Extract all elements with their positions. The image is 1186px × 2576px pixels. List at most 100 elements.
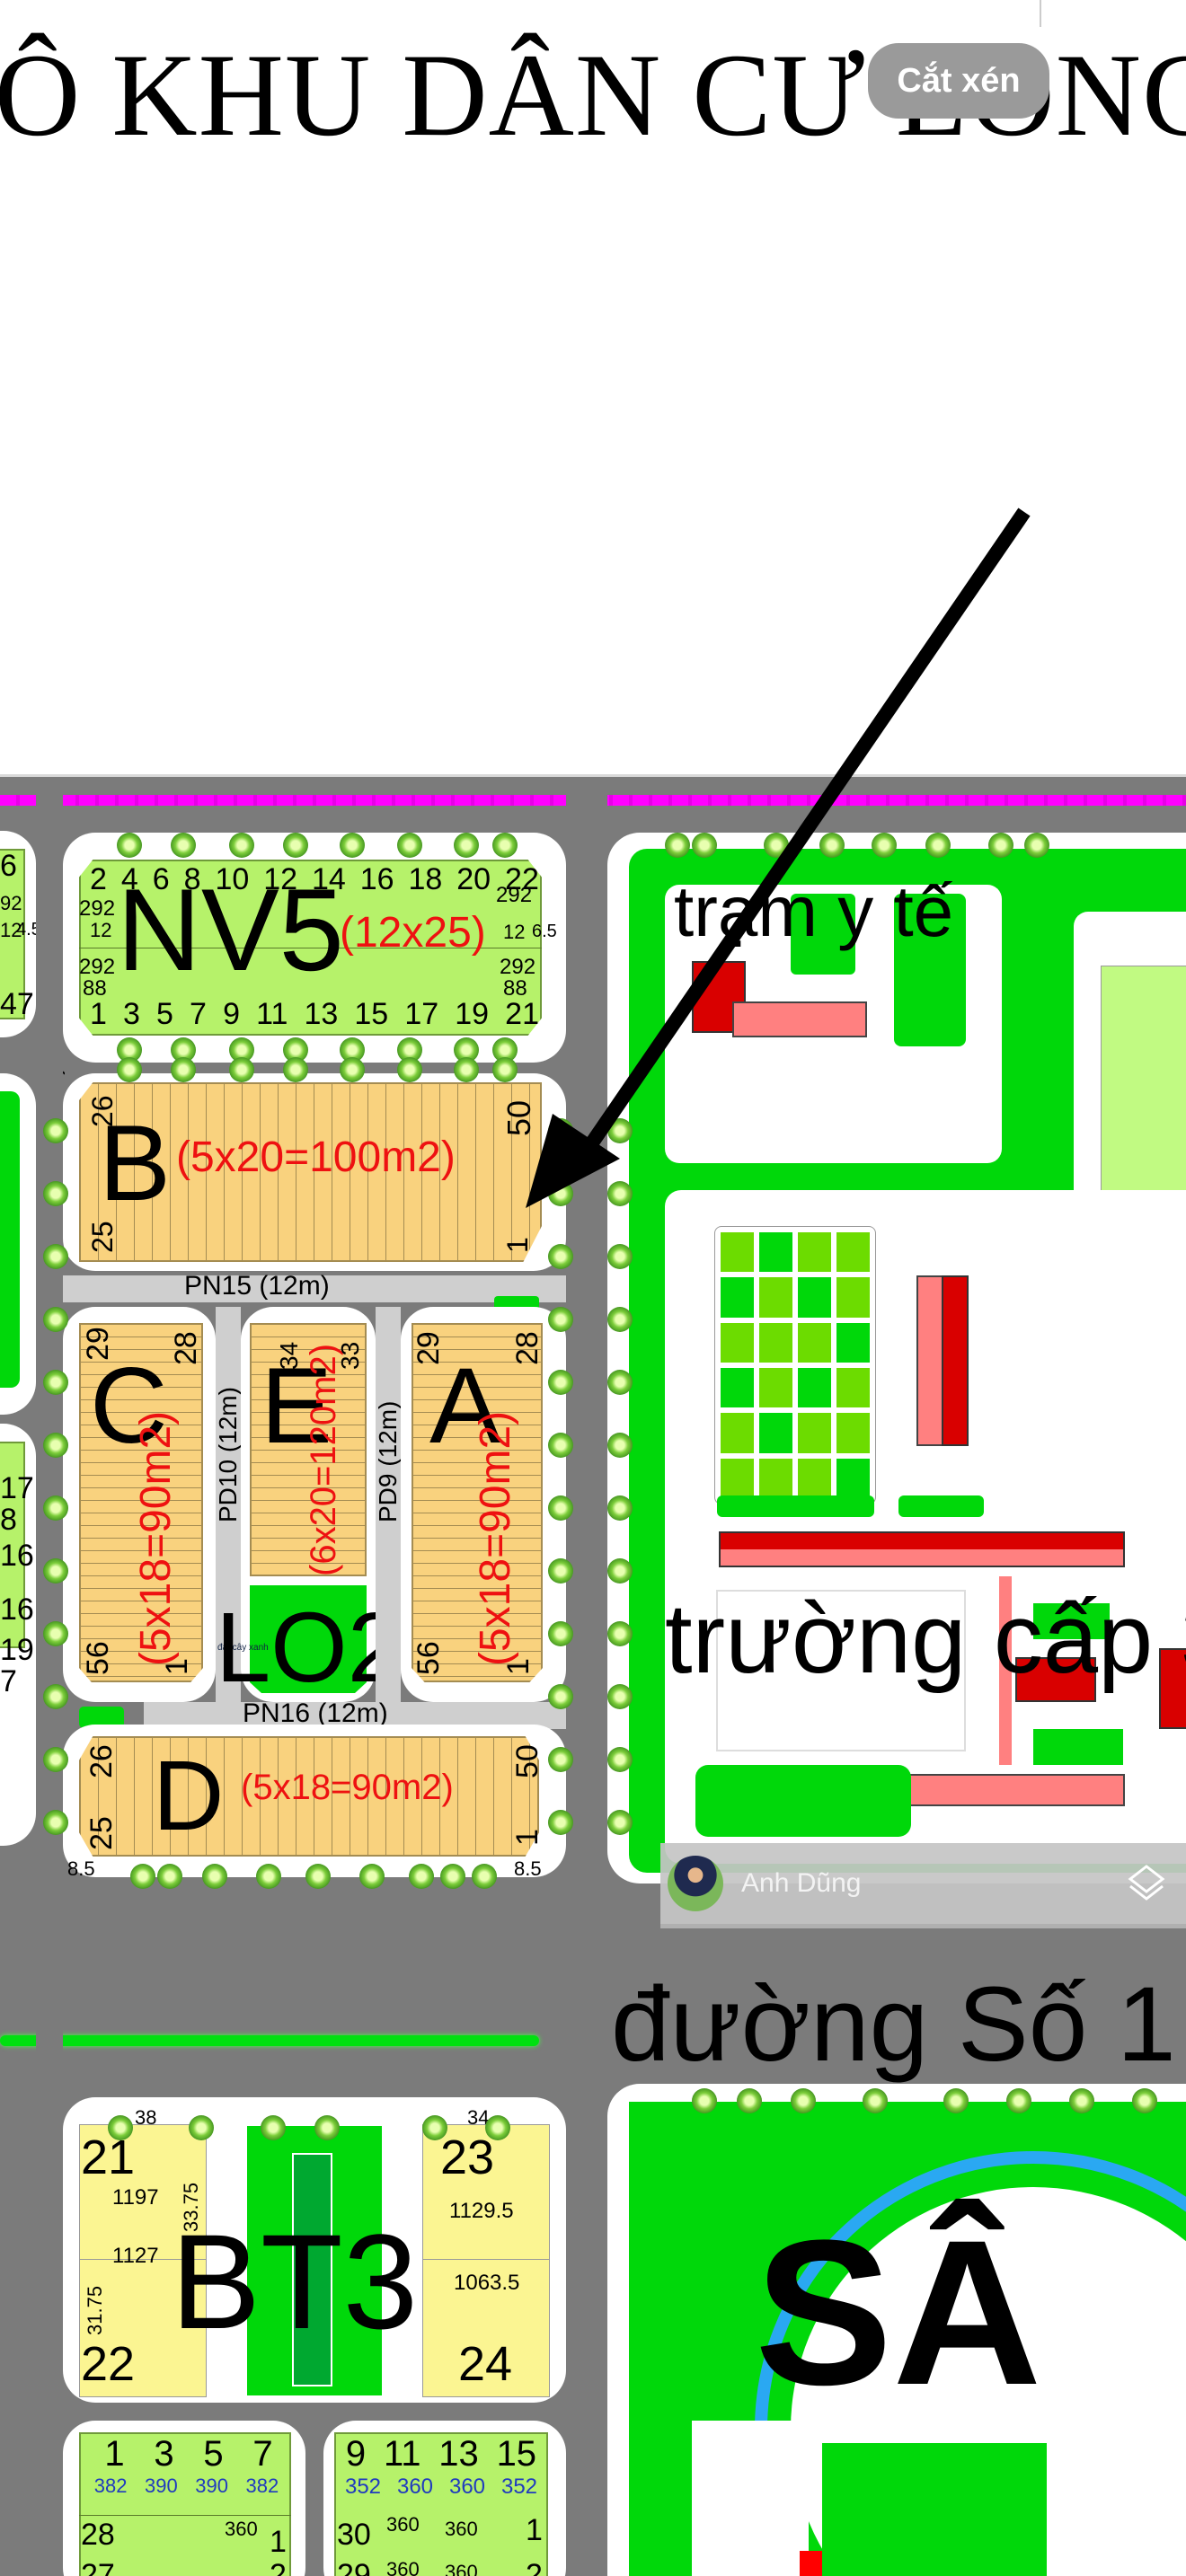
a-lots[interactable]: [412, 1323, 543, 1682]
nv6-right-lots[interactable]: [334, 2432, 548, 2576]
building: [732, 1001, 867, 1037]
lot-number: 382: [93, 2475, 128, 2497]
lot-number: 8: [0, 1503, 17, 1537]
green-strip: [0, 1091, 20, 1388]
tree-icon: [189, 2115, 214, 2140]
nv6-left-lots[interactable]: [79, 2432, 291, 2576]
lot-number: 352: [344, 2475, 382, 2499]
tree-icon: [340, 1057, 365, 1082]
playground-tile: [836, 1232, 870, 1273]
tree-icon: [988, 833, 1013, 858]
tree-icon: [314, 2115, 340, 2140]
playground-tile: [798, 1277, 831, 1318]
playground-tile: [798, 1367, 831, 1408]
lot-number: 15: [354, 997, 389, 1031]
tree-icon: [397, 833, 422, 858]
tree-icon: [202, 1864, 227, 1889]
lot-number: 28: [81, 2518, 115, 2552]
bt3-lot-21-22[interactable]: [79, 2124, 207, 2397]
playground-tile: [798, 1322, 831, 1363]
lot-area: 360: [386, 2558, 420, 2576]
tree-icon: [548, 1621, 573, 1646]
facility-label-school: trường cấp 3: [665, 1584, 1186, 1694]
lot-dim: 4.5: [16, 920, 41, 940]
lot-number: 24: [458, 2337, 513, 2391]
school-building-north: [719, 1531, 1125, 1567]
lot-number: 28: [510, 1331, 544, 1365]
lot-area: 88: [503, 976, 527, 1001]
lot-number: 34: [275, 1341, 303, 1370]
tree-icon: [607, 1181, 633, 1206]
garden: [1033, 1603, 1110, 1639]
lot-dim: 31.75: [84, 2285, 106, 2335]
lot-number: 16: [0, 1539, 34, 1573]
tree-icon: [492, 1057, 518, 1082]
lot-number: 390: [145, 2475, 178, 2497]
tree-icon: [43, 1433, 68, 1458]
lot-left-partial: [0, 849, 25, 1019]
lot-number: 382: [245, 2475, 279, 2497]
lot-left-partial: [0, 1442, 25, 1648]
lot-number: 14: [311, 862, 346, 896]
tree-icon: [548, 1307, 573, 1332]
playground-tile: [759, 1413, 792, 1453]
tree-icon: [43, 1621, 68, 1646]
block-label-e: E: [261, 1345, 333, 1466]
building: [1015, 1657, 1096, 1702]
tree-icon: [108, 2115, 133, 2140]
tree-icon: [548, 1370, 573, 1395]
lot-number: 3: [123, 997, 140, 1031]
tree-icon: [548, 1684, 573, 1709]
tree-icon: [872, 833, 897, 858]
lot-number: 7: [0, 1664, 17, 1698]
lot-area: 360: [445, 2561, 478, 2576]
crop-button[interactable]: Cắt xén: [868, 43, 1049, 119]
tree-icon: [229, 833, 254, 858]
block-size-e: (6x20=120m2): [304, 1343, 343, 1576]
bt3-lot-23-24[interactable]: [422, 2124, 550, 2397]
lot-number: 19: [0, 1633, 34, 1667]
lot-number: 21: [505, 997, 539, 1031]
playground-tile: [836, 1458, 870, 1498]
lot-number: 23: [440, 2130, 495, 2184]
tree-icon: [117, 833, 142, 858]
tree-icon: [791, 2088, 816, 2113]
tree-icon: [171, 833, 196, 858]
tree-icon: [261, 2115, 286, 2140]
lot-number: 15: [496, 2434, 537, 2474]
lot-number: 9: [345, 2434, 367, 2474]
tree-icon: [692, 2088, 717, 2113]
lot-area: 292: [500, 955, 536, 979]
lot-number: 18: [408, 862, 443, 896]
stadium-lot: [692, 2421, 809, 2576]
tree-icon: [171, 1057, 196, 1082]
lot-number: 13: [438, 2434, 479, 2474]
tree-icon: [737, 2088, 762, 2113]
tree-icon: [229, 1057, 254, 1082]
tree-icon: [607, 1810, 633, 1835]
d-lots[interactable]: [79, 1736, 539, 1857]
stadium-pitch: [822, 2443, 1047, 2576]
tree-icon: [43, 1370, 68, 1395]
block-size-a: (5x18=90m2): [472, 1410, 519, 1666]
tree-icon: [943, 2088, 969, 2113]
lot-number: 3: [154, 2434, 174, 2474]
road-label-pn15: PN15 (12m): [184, 1271, 330, 1301]
lot-number: 17: [0, 1471, 34, 1505]
tree-icon: [607, 1621, 633, 1646]
e-lots[interactable]: [250, 1323, 367, 1576]
lot-number: 6: [0, 849, 17, 883]
lot-number: 360: [396, 2475, 434, 2499]
facility-label-stadium: SÂ: [755, 2197, 1042, 2428]
c-lots[interactable]: [79, 1323, 203, 1682]
avatar[interactable]: [668, 1856, 723, 1911]
lot-area: 292: [79, 955, 116, 979]
block-label-lo2: LO2: [216, 1592, 403, 1703]
garden: [717, 1495, 874, 1517]
lot-area: 360: [445, 2518, 478, 2540]
